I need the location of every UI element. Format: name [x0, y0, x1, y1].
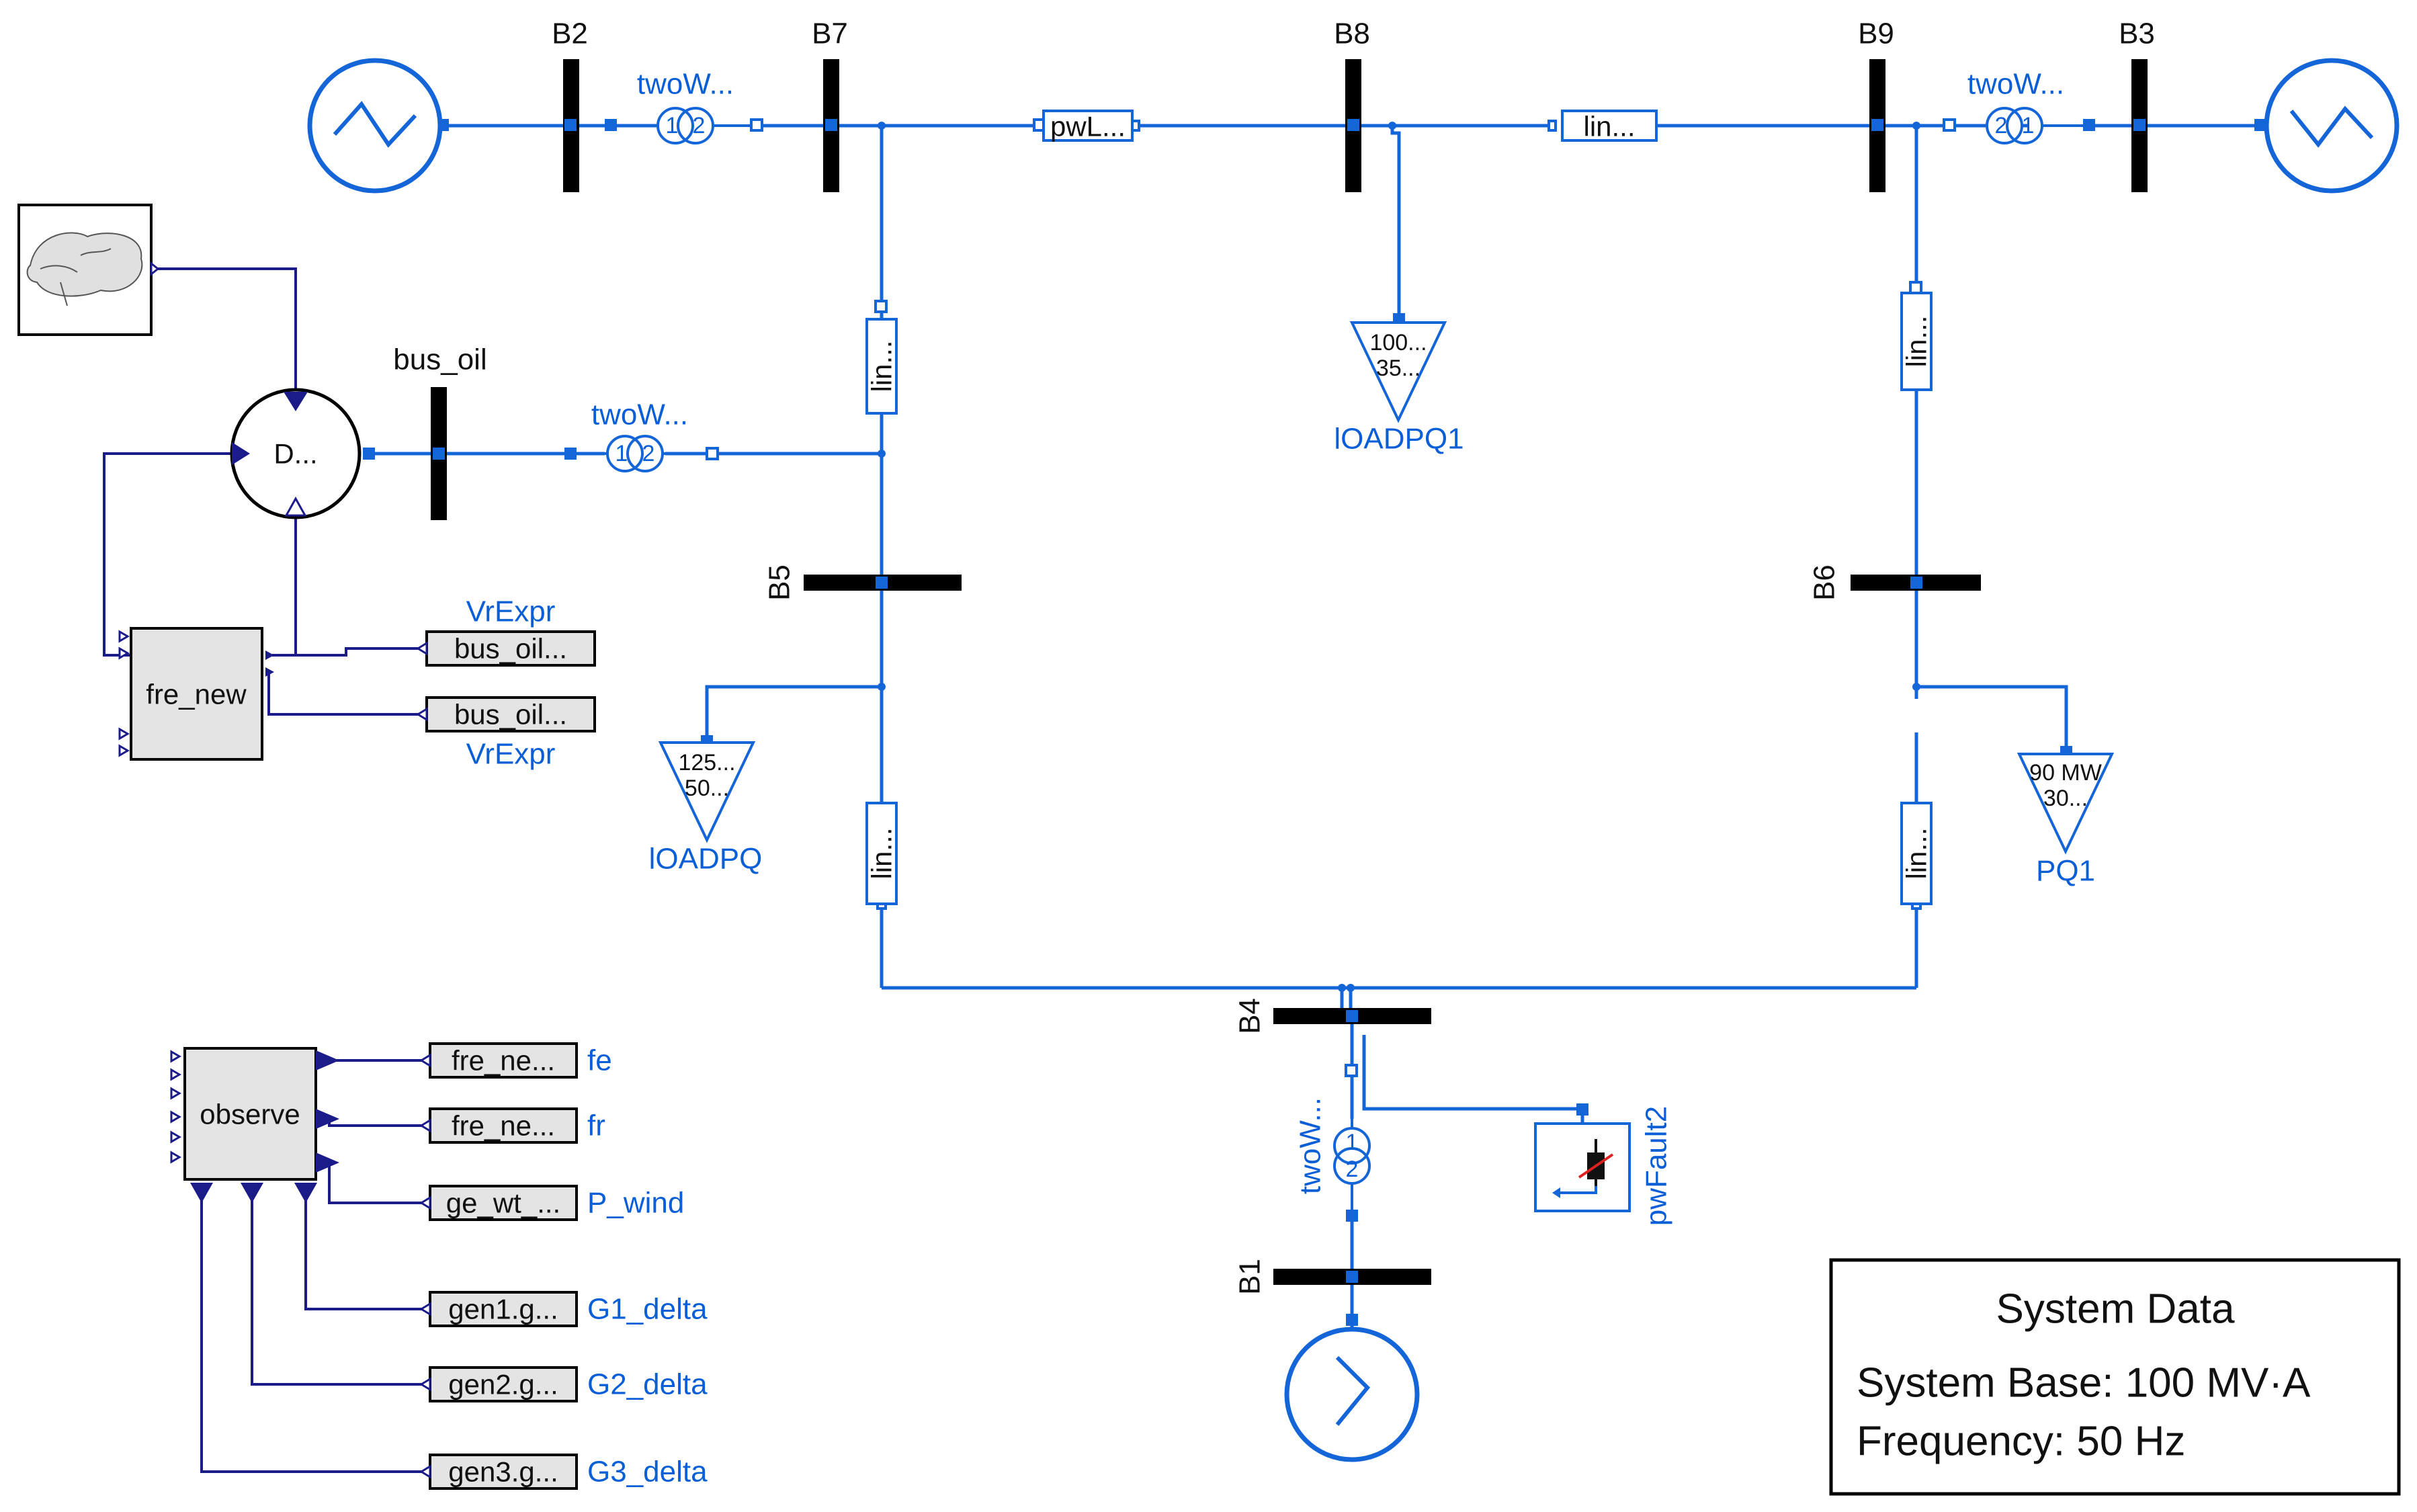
bus-oil-label: bus_oil: [393, 343, 486, 376]
system-base-text: System Base: 100 MV·A: [1857, 1360, 2311, 1406]
system-data-title: System Data: [1996, 1286, 2235, 1333]
line-b7-b5-label: lin...: [866, 340, 898, 392]
p-wind-box[interactable]: [419, 1185, 578, 1221]
fe-box-text: fre_ne...: [452, 1045, 555, 1077]
line-boxes: [865, 110, 1933, 905]
diesel-machine[interactable]: [230, 388, 362, 519]
line-b7-b5-box[interactable]: [865, 318, 898, 415]
fre-new-block[interactable]: [118, 627, 274, 761]
line-b9-b6-box[interactable]: [1900, 292, 1933, 391]
generator-g3[interactable]: [2264, 58, 2400, 194]
g1-label: G1_delta: [587, 1293, 708, 1326]
load1-p: 100...: [1369, 330, 1427, 355]
g2-box-text: gen2.g...: [448, 1369, 558, 1400]
bus-bars: [431, 59, 2148, 1285]
load-p: 125...: [678, 750, 735, 775]
load-lOADPQ1[interactable]: [1349, 321, 1447, 423]
load-lOADPQ[interactable]: [658, 741, 756, 843]
wind-map-icon[interactable]: [17, 204, 160, 336]
tr-oil-winding-1: 1: [616, 441, 628, 466]
load-PQ1[interactable]: [2017, 753, 2115, 855]
g3-label: G3_delta: [587, 1456, 708, 1488]
load-q: 50...: [685, 775, 729, 801]
generator-g1[interactable]: [1284, 1327, 1420, 1462]
g1-box-text: gen1.g...: [448, 1294, 558, 1325]
bus-b8-label: B8: [1334, 17, 1370, 50]
bus-b2-label: B2: [552, 17, 588, 50]
p-wind-label: P_wind: [587, 1187, 684, 1220]
load-name: lOADPQ: [649, 843, 763, 876]
tr-b2-winding-1: 1: [666, 113, 679, 138]
fault-label: pwFault2: [1640, 1106, 1673, 1226]
line-b8-b9-box[interactable]: [1561, 110, 1658, 142]
pwline-b7-b8-box[interactable]: [1042, 110, 1134, 142]
vr-input-box-2[interactable]: [416, 696, 596, 732]
tr-b4-b1-label: twoW...: [1294, 1097, 1327, 1194]
load1-name: lOADPQ1: [1334, 423, 1464, 456]
line-b6-b4-label: lin...: [1901, 827, 1933, 879]
bus-b3-label: B3: [2119, 17, 2155, 50]
tr-b9-b3-label: twoW...: [1967, 68, 2064, 101]
bus-b1-label: B1: [1234, 1259, 1267, 1295]
g2-delta-box[interactable]: [419, 1366, 578, 1402]
g1-delta-box[interactable]: [419, 1291, 578, 1327]
open-ports: [706, 118, 1956, 1077]
fr-label: fr: [587, 1109, 605, 1142]
line-b8-b9-label: lin...: [1583, 111, 1635, 142]
tr-b9-winding-1: 1: [2022, 113, 2035, 138]
bus-b9-label: B9: [1858, 17, 1894, 50]
vr-input-2-label: VrExpr: [466, 738, 556, 771]
transformer-b9-b3[interactable]: [1955, 107, 2083, 144]
bus-b6-label: B6: [1808, 564, 1841, 601]
transformer-b4-b1[interactable]: [1333, 1076, 1371, 1210]
observe-label: observe: [200, 1099, 300, 1130]
tr-oil-label: twoW...: [591, 398, 688, 431]
tr-b2-winding-2: 2: [693, 113, 706, 138]
pq1-name: PQ1: [2036, 855, 2095, 888]
g3-box-text: gen3.g...: [448, 1456, 558, 1488]
diesel-label: D...: [273, 438, 317, 470]
transformer-b2-b7[interactable]: [617, 107, 751, 144]
pq1-p: 90 MW: [2029, 760, 2102, 786]
tr-b2-b7-label: twoW...: [637, 68, 734, 101]
fr-box-text: fre_ne...: [452, 1110, 555, 1142]
line-b9-b6-label: lin...: [1901, 315, 1933, 367]
system-data-box: [1829, 1258, 2401, 1496]
line-b5-b4-box[interactable]: [865, 802, 898, 905]
bus-connectors: [363, 119, 2266, 1326]
tr-b9-winding-2: 2: [1995, 113, 2008, 138]
fre-new-label: fre_new: [146, 679, 247, 710]
fr-box[interactable]: [419, 1107, 578, 1144]
junction-dots: [878, 122, 1920, 992]
frequency-text: Frequency: 50 Hz: [1857, 1419, 2185, 1465]
bus-b4-label: B4: [1234, 998, 1267, 1034]
fe-label: fe: [587, 1044, 612, 1077]
g3-delta-box[interactable]: [419, 1454, 578, 1490]
bus-b5-label: B5: [763, 564, 796, 601]
observe-block[interactable]: [170, 1047, 339, 1203]
vr-input-box-1[interactable]: [416, 630, 596, 667]
g2-label: G2_delta: [587, 1368, 708, 1401]
pq1-q: 30...: [2043, 786, 2088, 811]
generator-g2[interactable]: [307, 58, 443, 194]
fault-block[interactable]: [1534, 1122, 1631, 1212]
load1-q: 35...: [1376, 355, 1420, 381]
tr-oil-winding-2: 2: [642, 441, 655, 466]
line-b5-b4-label: lin...: [866, 827, 898, 879]
pwline-b7-b8-label: pwL...: [1050, 111, 1126, 142]
bus-b7-label: B7: [812, 17, 848, 50]
tr-b4-winding-1: 1: [1346, 1130, 1359, 1155]
line-b6-b4-box[interactable]: [1900, 802, 1933, 905]
vr-input-1-label: VrExpr: [466, 595, 556, 628]
p-wind-box-text: ge_wt_...: [446, 1187, 560, 1219]
transformer-oil[interactable]: [577, 435, 707, 472]
tr-b4-winding-2: 2: [1346, 1157, 1359, 1182]
vr-input-1-text: bus_oil...: [454, 633, 567, 665]
vr-input-2-text: bus_oil...: [454, 699, 567, 730]
fe-box[interactable]: [419, 1042, 578, 1079]
